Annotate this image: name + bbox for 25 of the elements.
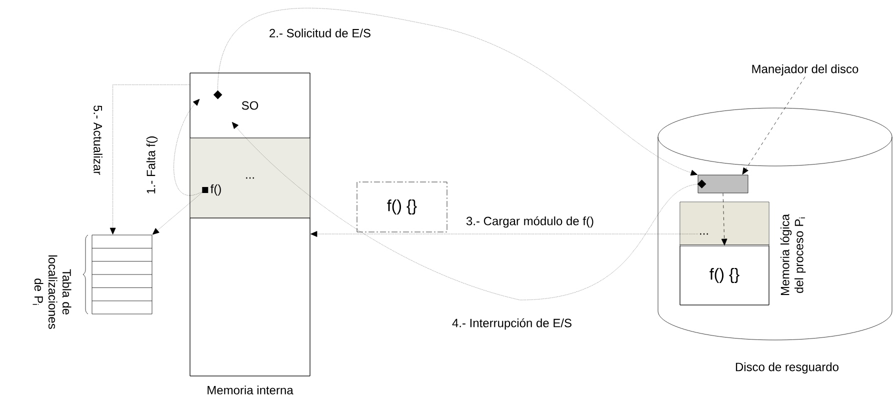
side-label: Memoria lógica del proceso P$_{i}$ xyxy=(780,214,806,296)
small-box xyxy=(698,174,748,194)
edge-label: 2.- Solicitud de E/S xyxy=(268,28,372,38)
table-box xyxy=(92,234,152,314)
caption-text: Memoria interna xyxy=(208,386,294,394)
module-box: f() {} xyxy=(356,182,448,232)
edge-label: 5.- Actualizar xyxy=(92,104,104,176)
memory-section xyxy=(190,218,310,376)
arrow xyxy=(213,8,698,176)
memory-section: f() {} xyxy=(680,246,770,306)
text-label: ... xyxy=(700,233,708,235)
arrow xyxy=(174,98,208,196)
arrow xyxy=(110,84,190,234)
caption-text: Disco de resguardo xyxy=(736,362,838,374)
arrow xyxy=(310,231,698,237)
disk-cylinder xyxy=(658,108,892,340)
side-label: Tabla de localizaciones de P$_{i}$ xyxy=(32,255,72,329)
text-label: f() xyxy=(210,184,221,196)
text-label: Manejador del disco xyxy=(752,64,858,76)
arrow xyxy=(232,122,706,300)
edge-label: 3.- Cargar módulo de f() xyxy=(464,215,596,229)
edge-label: 4.- Interrupción de E/S xyxy=(450,317,574,331)
arrow xyxy=(721,193,728,246)
edge-label: 1.- Falta f() xyxy=(145,134,159,196)
arrow xyxy=(742,76,806,175)
